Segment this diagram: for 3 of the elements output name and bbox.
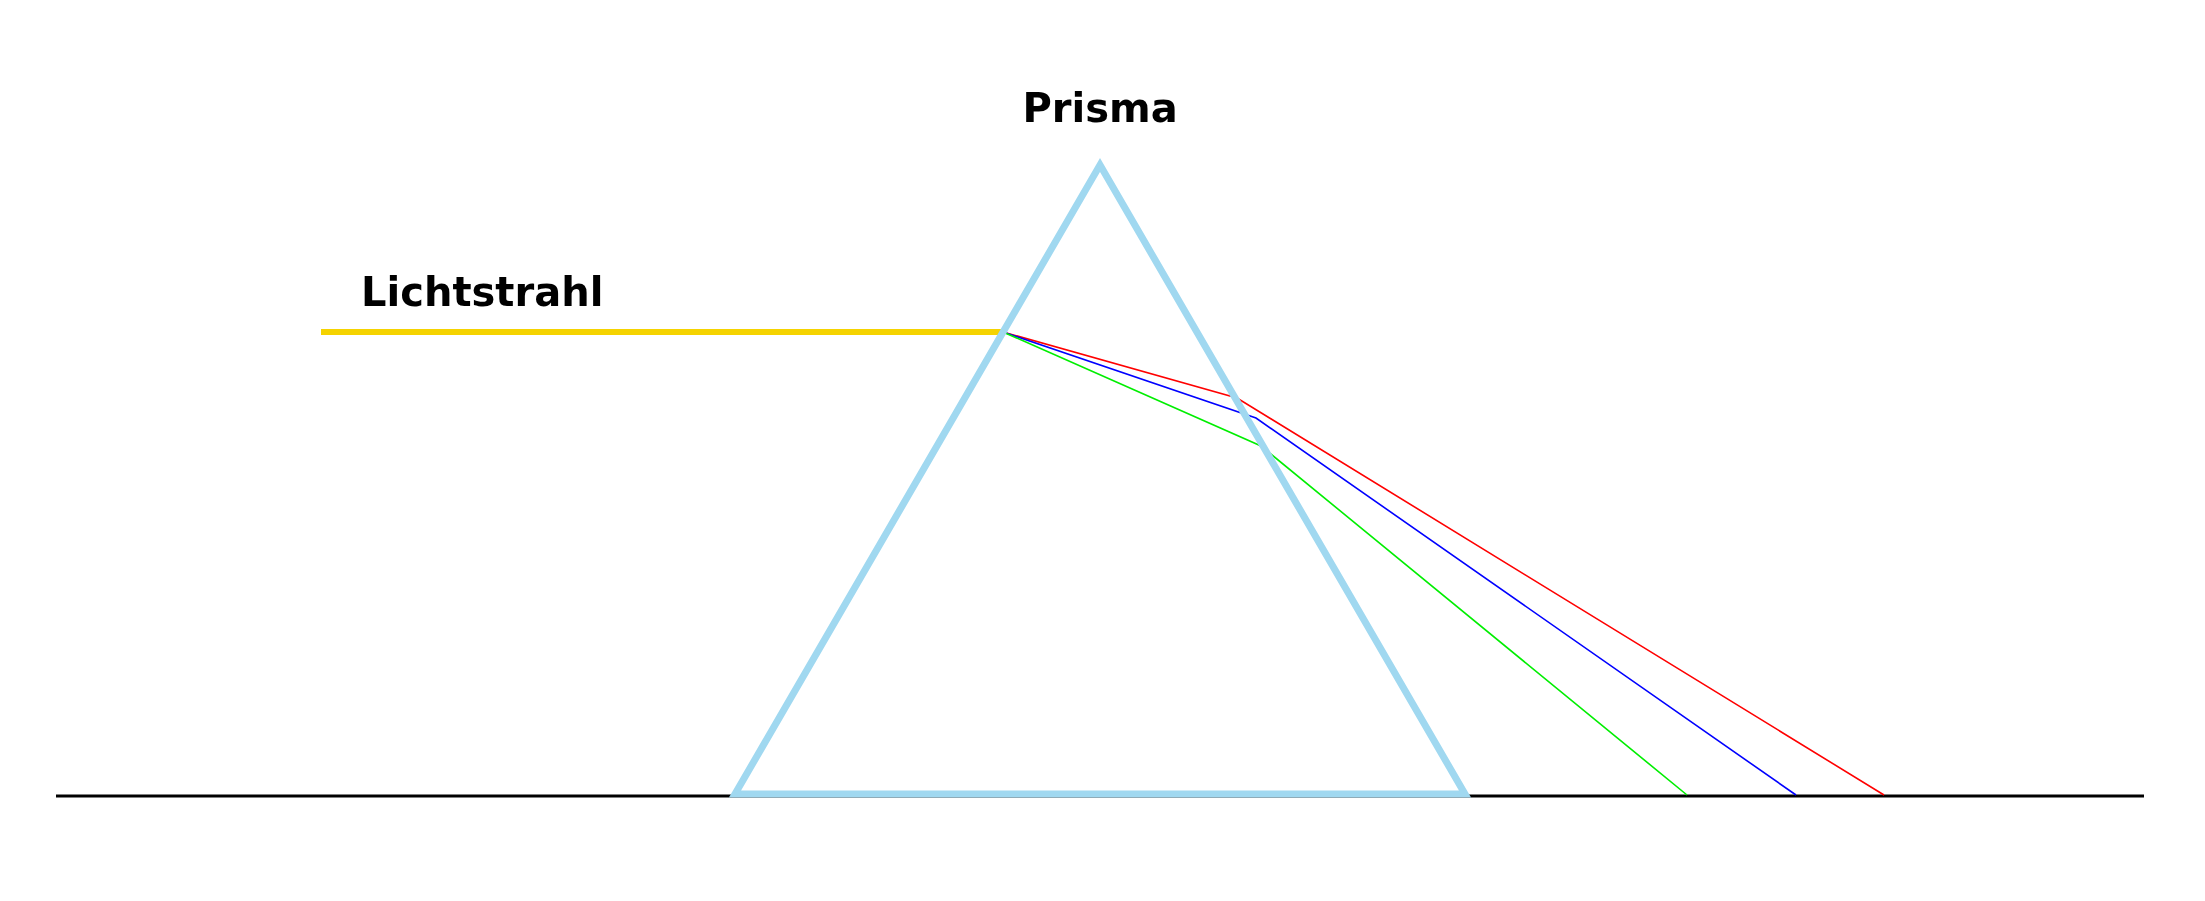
prism-label: Prisma [1022,88,1178,128]
beam-label: Lichtstrahl [361,272,604,312]
prism-triangle [728,158,1472,798]
